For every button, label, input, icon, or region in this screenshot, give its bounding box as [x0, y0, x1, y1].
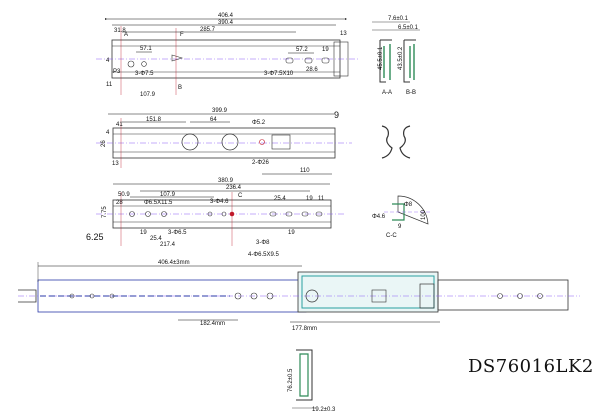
- cc-label: C-C: [386, 233, 397, 239]
- v1-dim-13: 13: [340, 31, 347, 37]
- v2-dim-13: 13: [112, 161, 119, 167]
- v1-slot: 3-Φ7.5X10: [264, 71, 294, 77]
- v1-label-f: F: [180, 32, 184, 38]
- view-1-rail: [96, 18, 360, 95]
- profile-width: 19.2±0.3: [312, 407, 336, 413]
- v2-dim-151: 151.8: [146, 117, 162, 123]
- v3-hole65: 3-Φ6.5: [168, 230, 187, 236]
- view-3-rail: [96, 183, 346, 246]
- v1-hole-left: 3-Φ7.5: [135, 71, 154, 77]
- v1-p3: P3: [113, 69, 121, 75]
- section-ab: [372, 21, 420, 83]
- v1-dim-4: 4: [106, 58, 110, 64]
- assy-travel-1: 182.4mm: [200, 321, 225, 327]
- v3-hole46: 3-Φ4.6: [210, 199, 229, 205]
- cc-d100: 100: [421, 209, 427, 220]
- v3-dim-19a: 19: [306, 196, 313, 202]
- ab-label-a: A-A: [382, 90, 392, 96]
- profile-section: [292, 349, 316, 409]
- v3-dim-19b: 19: [140, 230, 147, 236]
- v1-dim-overall: 406.4: [218, 13, 234, 19]
- v2-dim-41: 41: [116, 122, 123, 128]
- v1-dim-107: 107.9: [140, 92, 156, 98]
- ab-top1: 7.6±0.1: [388, 16, 409, 22]
- ab-top2: 6.5±0.1: [398, 25, 419, 31]
- v3-dim-overall: 380.9: [218, 178, 234, 184]
- profile-height: 76.2±0.5: [288, 368, 294, 392]
- v3-dim-50: 50.9: [118, 192, 130, 198]
- v1-dim-11: 11: [106, 82, 113, 88]
- v3-dim-625: 6.25: [86, 232, 104, 242]
- v3-dim-217: 217.4: [160, 242, 176, 248]
- v3-dim-28: 28: [116, 200, 123, 206]
- v1-dim-285: 285.7: [200, 27, 216, 33]
- v2-dim-64: 64: [210, 117, 217, 123]
- v3-hole8: 3-Φ8: [256, 240, 270, 246]
- v2-dim-4: 4: [106, 130, 110, 136]
- v1-label-b: B: [178, 85, 182, 91]
- v3-dim-25a: 25.4: [274, 196, 286, 202]
- ab-label-b: B-B: [406, 90, 416, 96]
- section-cc: [384, 195, 432, 225]
- v3-dim-236: 236.4: [226, 185, 242, 191]
- v3-label-c: C: [238, 193, 243, 199]
- v3-dim-107: 107.9: [160, 192, 176, 198]
- v1-dim-286: 28.6: [306, 67, 318, 73]
- v2-dim-26: 26: [101, 140, 107, 147]
- v3-dim-19c: 19: [288, 230, 295, 236]
- assy-overall: 406.4±3mm: [158, 260, 190, 266]
- ab-h2: 43.5±0.2: [398, 46, 404, 70]
- model-number: DS76016LK2: [468, 356, 594, 377]
- v1-dim-318: 31.8: [114, 28, 126, 34]
- v3-slot2: 4-Φ6.5X9.5: [248, 252, 279, 258]
- cc-d9: 9: [398, 224, 402, 230]
- v1-dim-57-2: 57.2: [296, 47, 308, 53]
- v1-dim-57-1: 57.1: [140, 46, 152, 52]
- v1-dim-19: 19: [322, 47, 329, 53]
- v2-hole: Φ5.2: [252, 120, 266, 126]
- v3-dim-11: 11: [318, 196, 325, 202]
- clip-profiles: [381, 125, 411, 159]
- assy-travel-2: 177.8mm: [292, 326, 317, 332]
- v3-dim-254: 25.4: [150, 236, 162, 242]
- v1-dim-390: 390.4: [218, 20, 234, 26]
- v1-label-a: A: [124, 32, 128, 38]
- assembly-view: [18, 262, 580, 323]
- v2-dim-9: 9: [334, 110, 339, 120]
- cc-d46: Φ4.6: [372, 214, 386, 220]
- v3-dim-775: 7.75: [102, 206, 108, 218]
- v2-holes: 2-Φ26: [252, 160, 269, 166]
- v3-slot: Φ6.5X11.5: [144, 200, 173, 206]
- cc-d8: Φ8: [404, 202, 413, 208]
- v2-dim-overall: 399.9: [212, 108, 228, 114]
- ab-h1: 45.5±0.1: [378, 46, 384, 70]
- view-2-rail: [96, 113, 352, 175]
- v2-dim-110: 110: [300, 168, 310, 174]
